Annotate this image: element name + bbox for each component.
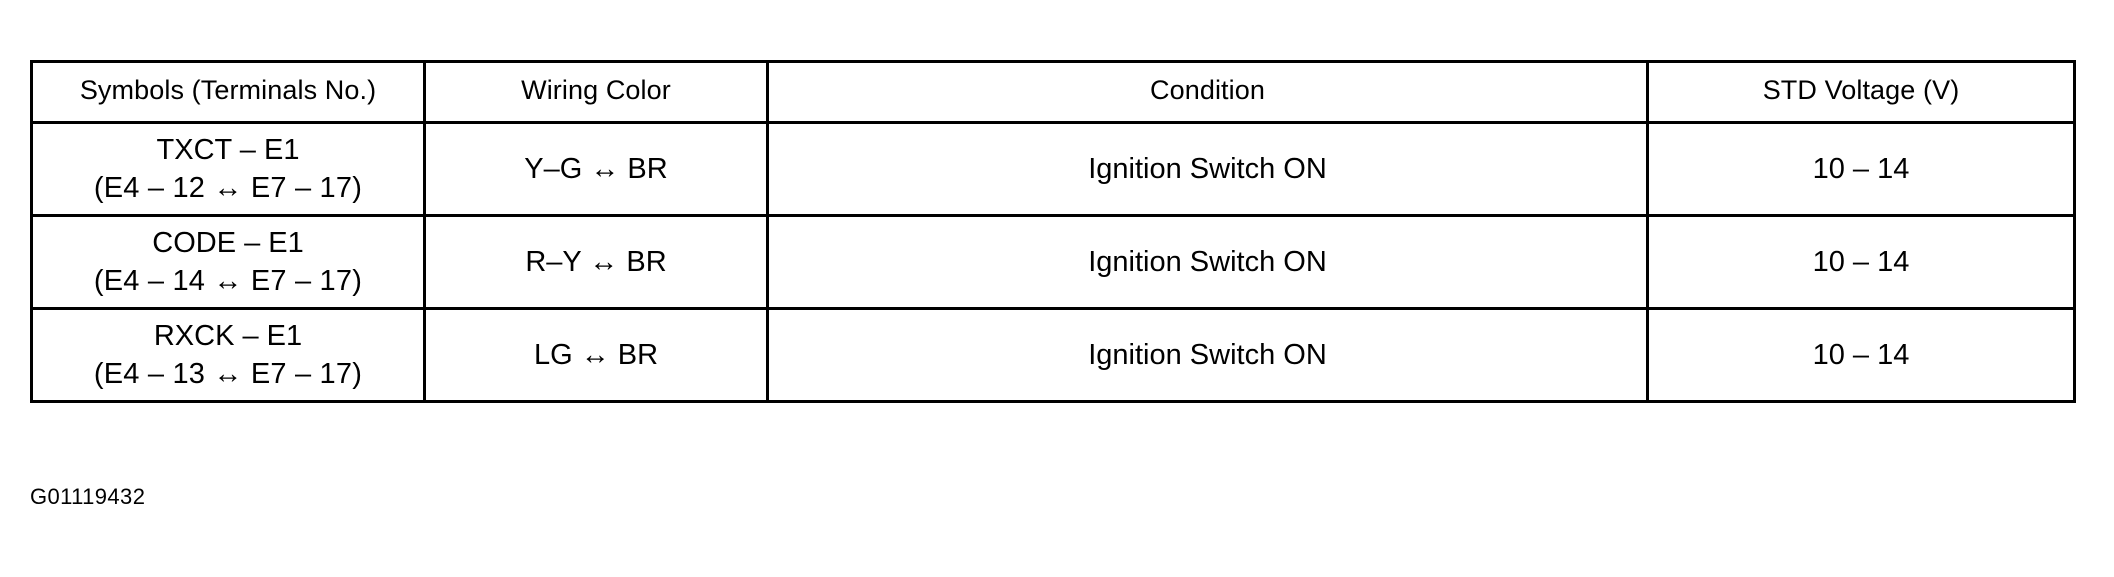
cell-condition: Ignition Switch ON	[766, 307, 1649, 403]
cell-std-voltage: 10 – 14	[1646, 214, 2076, 310]
terminal-numbers: (E4 – 12 ↔ E7 – 17)	[93, 172, 363, 204]
table-row: CODE – E1 (E4 – 14 ↔ E7 – 17) R–Y ↔ BR I…	[30, 214, 2076, 310]
symbol-name: TXCT – E1	[156, 133, 300, 166]
cell-symbols: TXCT – E1 (E4 – 12 ↔ E7 – 17)	[30, 121, 426, 217]
table-header-row: Symbols (Terminals No.) Wiring Color Con…	[30, 60, 2076, 124]
table-row: RXCK – E1 (E4 – 13 ↔ E7 – 17) LG ↔ BR Ig…	[30, 307, 2076, 403]
terminal-inspection-table: Symbols (Terminals No.) Wiring Color Con…	[30, 60, 2076, 403]
cell-condition: Ignition Switch ON	[766, 214, 1649, 310]
terminal-numbers: (E4 – 14 ↔ E7 – 17)	[93, 265, 363, 297]
symbol-name: RXCK – E1	[153, 319, 303, 352]
cell-std-voltage: 10 – 14	[1646, 307, 2076, 403]
cell-symbols: RXCK – E1 (E4 – 13 ↔ E7 – 17)	[30, 307, 426, 403]
figure-caption: G01119432	[30, 484, 146, 509]
terminal-numbers: (E4 – 13 ↔ E7 – 17)	[93, 358, 363, 390]
column-header-std-voltage: STD Voltage (V)	[1646, 60, 2076, 124]
column-header-condition: Condition	[766, 60, 1649, 124]
cell-wiring-color: Y–G ↔ BR	[423, 121, 769, 217]
table-header: Symbols (Terminals No.) Wiring Color Con…	[30, 60, 2076, 124]
table-row: TXCT – E1 (E4 – 12 ↔ E7 – 17) Y–G ↔ BR I…	[30, 121, 2076, 217]
cell-wiring-color: R–Y ↔ BR	[423, 214, 769, 310]
symbol-name: CODE – E1	[152, 226, 304, 259]
spec-table-container: Symbols (Terminals No.) Wiring Color Con…	[30, 60, 2076, 403]
cell-wiring-color: LG ↔ BR	[423, 307, 769, 403]
cell-condition: Ignition Switch ON	[766, 121, 1649, 217]
cell-symbols: CODE – E1 (E4 – 14 ↔ E7 – 17)	[30, 214, 426, 310]
column-header-wiring-color: Wiring Color	[423, 60, 769, 124]
table-body: TXCT – E1 (E4 – 12 ↔ E7 – 17) Y–G ↔ BR I…	[30, 121, 2076, 403]
cell-std-voltage: 10 – 14	[1646, 121, 2076, 217]
column-header-symbols: Symbols (Terminals No.)	[30, 60, 426, 124]
